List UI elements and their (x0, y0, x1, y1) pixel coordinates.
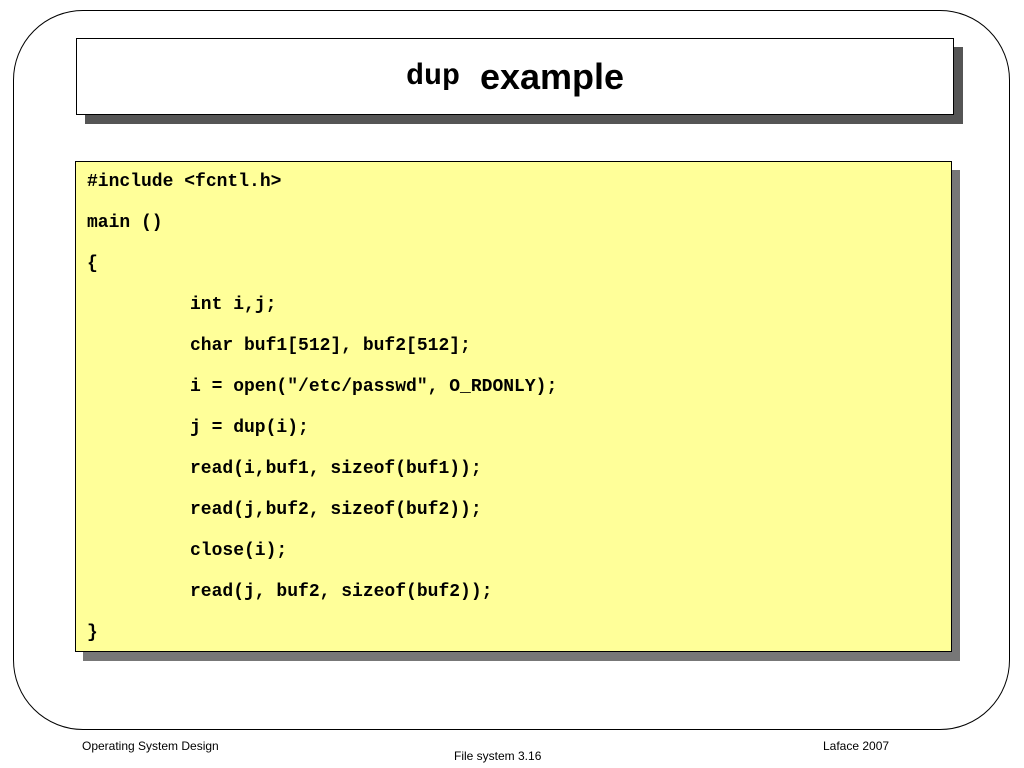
slide-frame (13, 10, 1010, 730)
footer-page: File system 3.16 (454, 749, 542, 763)
code-line-char-decl: char buf1[512], buf2[512]; (190, 336, 471, 356)
title-code: dup (405, 59, 460, 94)
code-box: #include <fcntl.h> main () { int i,j; ch… (75, 161, 952, 652)
code-line-main: main () (87, 213, 163, 233)
code-line-close: close(i); (190, 541, 288, 561)
code-line-open-call: i = open("/etc/passwd", O_RDONLY); (190, 377, 558, 397)
code-line-read-i: read(i,buf1, sizeof(buf1)); (190, 459, 482, 479)
footer-author: Laface 2007 (823, 739, 890, 753)
code-line-read-j: read(j,buf2, sizeof(buf2)); (190, 500, 482, 520)
code-line-open-brace: { (87, 254, 98, 274)
code-line-read-j-again: read(j, buf2, sizeof(buf2)); (190, 582, 493, 602)
code-line-include: #include <fcntl.h> (87, 172, 282, 192)
title-box: dup example (76, 38, 954, 115)
footer-course: Operating System Design (82, 739, 219, 753)
code-line-int-decl: int i,j; (190, 295, 277, 315)
code-line-close-brace: } (87, 623, 98, 643)
title-text: example (479, 55, 625, 97)
code-line-dup-call: j = dup(i); (190, 418, 309, 438)
